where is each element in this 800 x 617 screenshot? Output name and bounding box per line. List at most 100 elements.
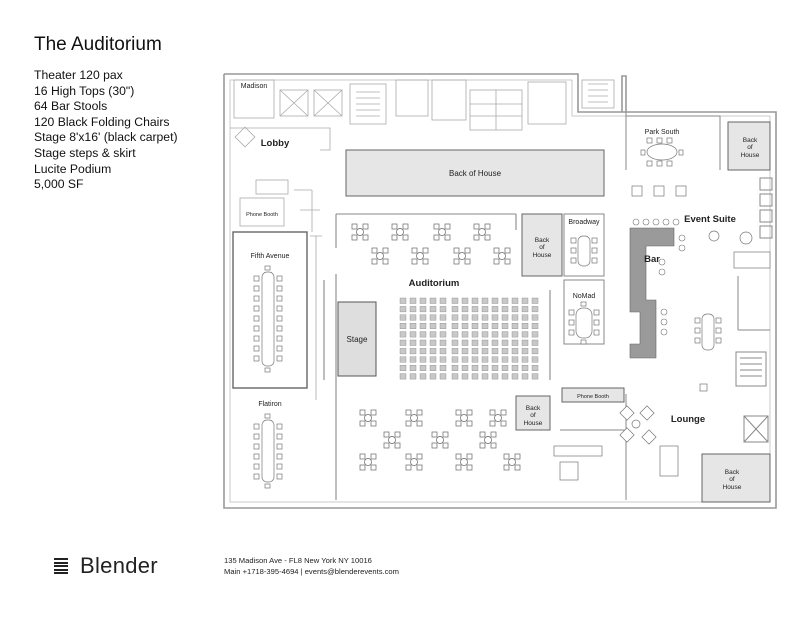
contact-line: Main +1718-395-4694 | events@blendereven… (224, 567, 399, 576)
room-labels: Madison Lobby Phone Booth Fifth Avenue F… (241, 83, 760, 491)
folding-chair (511, 356, 519, 363)
event-suite-seating (631, 185, 771, 392)
folding-chair (461, 306, 469, 313)
folding-chair (501, 323, 509, 329)
folding-chair (429, 356, 437, 363)
folding-chair (521, 339, 529, 346)
folding-chair (429, 339, 437, 346)
brand-logo: Blender (54, 553, 158, 579)
room-label-back-of-house: Back (526, 405, 541, 412)
room-label-back-of-house: Back of House (449, 169, 502, 178)
folding-chair (481, 306, 489, 313)
folding-chair (491, 314, 499, 321)
folding-chair (531, 356, 539, 363)
folding-chair (399, 373, 407, 380)
folding-chair (399, 356, 407, 363)
folding-chair (409, 348, 417, 355)
theater-seating (399, 297, 539, 380)
folding-chair (471, 356, 479, 363)
spec-item: Stage steps & skirt (34, 145, 136, 160)
folding-chair (481, 348, 489, 355)
folding-chair (419, 306, 427, 313)
brand-name: Blender (80, 553, 158, 578)
room-label-broadway: Broadway (568, 219, 600, 226)
spec-item: Lucite Podium (34, 161, 112, 176)
folding-chair (511, 339, 519, 346)
folding-chair (521, 314, 529, 321)
folding-chair (471, 314, 479, 321)
folding-chair (481, 365, 489, 371)
folding-chair (399, 306, 407, 313)
spec-item: 5,000 SF (34, 177, 84, 192)
room-label-phone-booth: Phone Booth (577, 394, 609, 400)
folding-chair (451, 348, 459, 355)
folding-chair (491, 365, 499, 371)
folding-chair (461, 356, 469, 363)
folding-chair (491, 297, 499, 304)
blender-logo-icon (54, 558, 68, 574)
folding-chair (451, 297, 459, 304)
folding-chair (439, 331, 447, 338)
bar-counter (629, 227, 675, 359)
nomad-table (568, 301, 600, 345)
folding-chair (399, 314, 407, 321)
lounge-seating (553, 405, 679, 481)
folding-chair (531, 373, 539, 380)
folding-chair (521, 365, 529, 371)
folding-chair (429, 306, 437, 313)
folding-chair (521, 331, 529, 338)
folding-chair (481, 323, 489, 329)
folding-chair (501, 297, 509, 304)
folding-chair (521, 306, 529, 313)
folding-chair (531, 331, 539, 338)
spec-item: 64 Bar Stools (34, 99, 108, 114)
folding-chair (439, 356, 447, 363)
folding-chair (481, 297, 489, 304)
folding-chair (419, 323, 427, 329)
spec-item: 16 High Tops (30") (34, 83, 135, 98)
folding-chair (429, 297, 437, 304)
folding-chair (491, 373, 499, 380)
folding-chair (451, 365, 459, 371)
back-of-house-top (345, 149, 605, 197)
folding-chair (399, 348, 407, 355)
flatiron-table (253, 413, 283, 489)
folding-chair (429, 323, 437, 329)
page-title: The Auditorium (34, 34, 162, 55)
folding-chair (399, 339, 407, 346)
folding-chair (409, 314, 417, 321)
room-label-lobby: Lobby (261, 138, 290, 149)
room-label-back-of-house: House (741, 152, 760, 159)
folding-chair (471, 348, 479, 355)
folding-chair (439, 373, 447, 380)
folding-chair (399, 297, 407, 304)
folding-chair (461, 373, 469, 380)
folding-chair (451, 314, 459, 321)
folding-chair (511, 306, 519, 313)
folding-chair (531, 339, 539, 346)
folding-chair (521, 356, 529, 363)
folding-chair (471, 339, 479, 346)
folding-chair (521, 323, 529, 329)
middle-rooms (515, 213, 625, 431)
high-top-clusters (351, 223, 521, 471)
spec-item: Theater 120 pax (34, 68, 123, 82)
bar-stools (632, 218, 686, 336)
folding-chair (419, 297, 427, 304)
room-label-event-suite: Event Suite (684, 214, 736, 225)
folding-chair (471, 365, 479, 371)
folding-chair (491, 331, 499, 338)
folding-chair (451, 339, 459, 346)
room-label-phone-booth: Phone Booth (246, 212, 278, 218)
folding-chair (461, 297, 469, 304)
folding-chair (461, 339, 469, 346)
folding-chair (471, 331, 479, 338)
room-label-back-of-house: Back (535, 237, 550, 244)
service-rooms-top (233, 79, 615, 131)
room-label-lounge: Lounge (671, 414, 705, 425)
room-label-back-of-house: Back (725, 469, 740, 476)
folding-chair (409, 365, 417, 371)
folding-chair (491, 356, 499, 363)
room-label-fifth-avenue: Fifth Avenue (251, 253, 290, 260)
